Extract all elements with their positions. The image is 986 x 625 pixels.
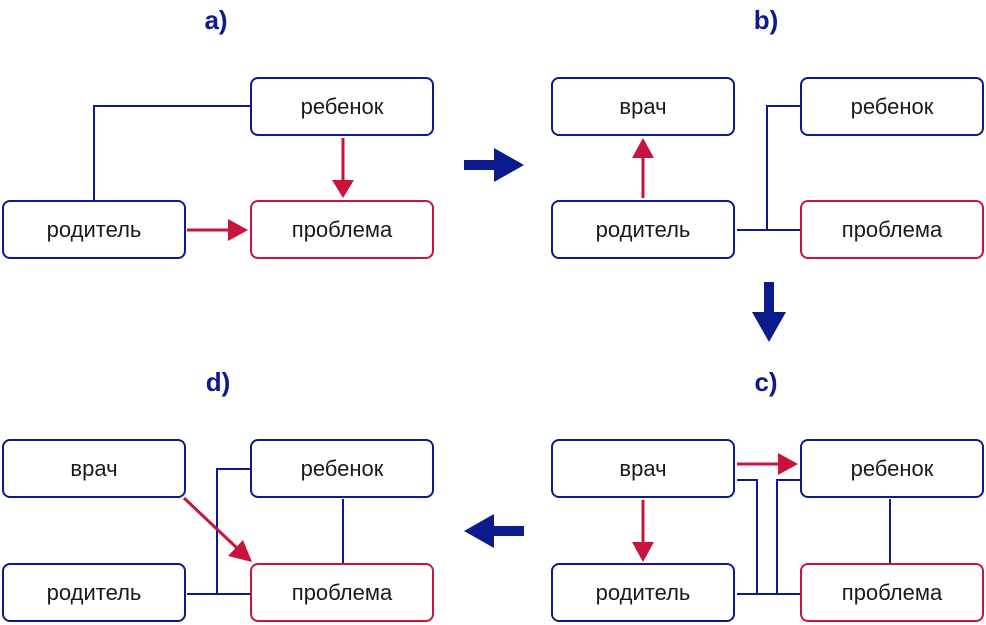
node-b-parent: родитель [551, 200, 735, 259]
transition-arrow-a-to-b [464, 148, 524, 182]
node-d-problem: проблема [250, 563, 434, 622]
panel-label-d: d) [205, 367, 231, 397]
panel-label-c: c) [754, 367, 778, 397]
arrow-a-parent-to-problem-head [228, 219, 248, 241]
connector-c-network [737, 479, 891, 595]
panel-label-b: b) [753, 5, 779, 35]
node-c-child: ребенок [800, 439, 984, 498]
node-c-problem: проблема [800, 563, 984, 622]
connector-b-parent-child-problem [737, 105, 800, 231]
arrow-a-child-to-problem-head [332, 180, 354, 198]
transition-arrow-c-to-d [464, 514, 524, 548]
node-a-problem: проблема [250, 200, 434, 259]
connector-d-parent-child-problem [187, 468, 344, 595]
panel-label-a: a) [204, 5, 228, 35]
node-b-doctor: врач [551, 77, 735, 136]
arrow-d-doctor-to-problem-head [228, 540, 252, 562]
node-a-child: ребенок [250, 77, 434, 136]
connector-a-parent-child [93, 105, 250, 200]
arrow-d-doctor-to-problem [182, 496, 240, 551]
node-a-parent: родитель [2, 200, 186, 259]
node-b-child: ребенок [800, 77, 984, 136]
node-c-doctor: врач [551, 439, 735, 498]
arrow-c-doctor-to-child-head [778, 453, 798, 475]
node-c-parent: родитель [551, 563, 735, 622]
node-b-problem: проблема [800, 200, 984, 259]
node-d-parent: родитель [2, 563, 186, 622]
transition-arrow-b-to-c [752, 282, 786, 342]
arrow-c-doctor-to-parent-head [632, 542, 654, 562]
node-d-doctor: врач [2, 439, 186, 498]
node-d-child: ребенок [250, 439, 434, 498]
arrow-b-parent-to-doctor-head [632, 138, 654, 158]
